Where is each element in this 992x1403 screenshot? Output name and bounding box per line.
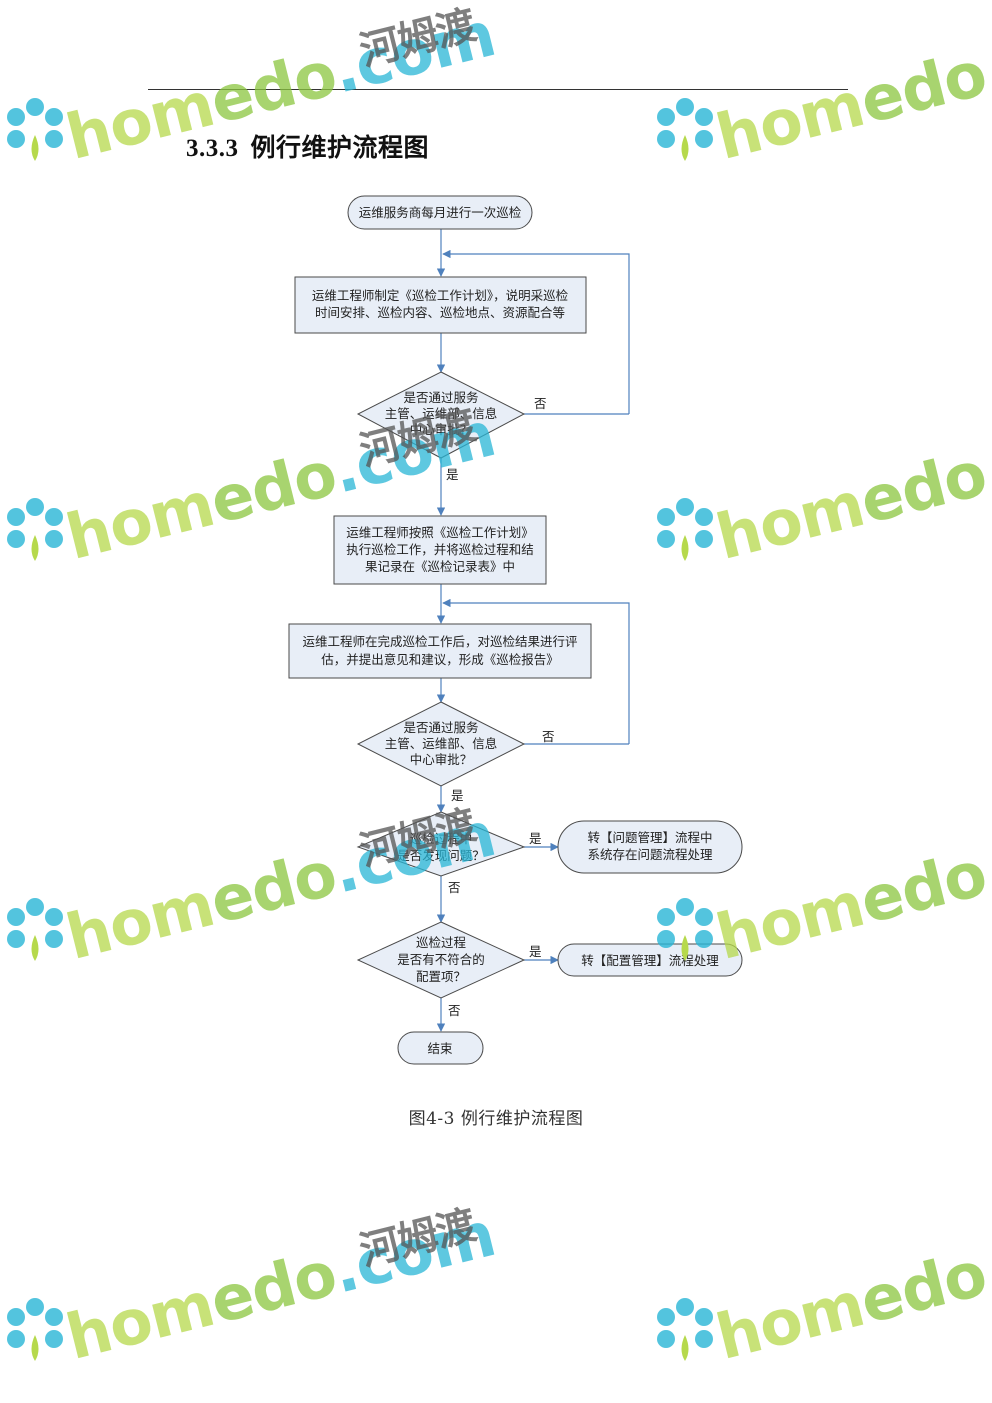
report-label-1: 运维工程师在完成巡检工作后，对巡检结果进行评 bbox=[302, 634, 577, 649]
edge-label-decision1-yes: 是 bbox=[446, 467, 459, 482]
decision4-diamond bbox=[356, 921, 526, 999]
section-title: 例行维护流程图 bbox=[250, 135, 430, 162]
start-label: 运维服务商每月进行一次巡检 bbox=[359, 205, 522, 220]
report-label-2: 估，并提出意见和建议，形成《巡检报告》 bbox=[321, 652, 559, 667]
edge-label-decision4-yes: 是 bbox=[529, 944, 542, 959]
decision4-label-3: 配置项？ bbox=[416, 969, 466, 984]
decision3-label-1: 巡检过程中 bbox=[410, 831, 473, 846]
edge-label-decision1-no: 否 bbox=[534, 396, 547, 411]
edge-loop2-return bbox=[442, 598, 630, 744]
edge-label-decision2-no: 否 bbox=[542, 729, 555, 744]
decision1-diamond bbox=[356, 371, 526, 459]
edge-label-decision3-no: 否 bbox=[448, 880, 461, 895]
start-terminal bbox=[347, 195, 533, 230]
edge-label-decision2-yes: 是 bbox=[451, 788, 464, 803]
edge-labels: 否 是 否 是 是 否 是 否 bbox=[446, 396, 555, 1018]
report-process bbox=[288, 623, 592, 679]
decision2-label-2: 主管、运维部、信息 bbox=[385, 736, 498, 751]
node-texts: 运维服务商每月进行一次巡检 运维工程师制定《巡检工作计划》，说明采巡检 时间安排… bbox=[302, 205, 719, 1056]
execute-label-3: 果记录在《巡检记录表》中 bbox=[365, 559, 515, 574]
decision4-label-2: 是否有不符合的 bbox=[397, 952, 485, 967]
end-label: 结束 bbox=[427, 1041, 453, 1056]
figure-caption: 图4-3 例行维护流程图 bbox=[408, 1109, 584, 1129]
header-rule bbox=[148, 89, 848, 90]
decision3-diamond bbox=[356, 811, 526, 877]
end-terminal bbox=[397, 1031, 484, 1065]
execute-label-2: 执行巡检工作，并将巡检过程和结 bbox=[346, 542, 534, 557]
section-heading: 3.3.3 例行维护流程图 bbox=[186, 128, 429, 164]
nodes bbox=[288, 195, 743, 1065]
decision1-label-3: 中心审批？ bbox=[410, 422, 473, 437]
execute-label-1: 运维工程师按照《巡检工作计划》 bbox=[346, 525, 534, 540]
problem-label-2: 系统存在问题流程处理 bbox=[587, 847, 713, 862]
decision3-label-2: 是否发现问题？ bbox=[397, 848, 485, 863]
decision4-label-1: 巡检过程 bbox=[416, 935, 467, 950]
execute-process bbox=[333, 515, 547, 585]
decision2-diamond bbox=[356, 701, 526, 787]
problem-label-1: 转【问题管理】流程中 bbox=[587, 830, 712, 845]
plan-process bbox=[294, 276, 587, 334]
connectors bbox=[436, 229, 630, 1032]
decision1-label-1: 是否通过服务 bbox=[403, 390, 478, 405]
config-terminal bbox=[557, 943, 743, 977]
problem-terminal bbox=[557, 820, 743, 874]
decision2-label-1: 是否通过服务 bbox=[403, 720, 478, 735]
edge-label-decision3-yes: 是 bbox=[529, 831, 542, 846]
decision2-label-3: 中心审批？ bbox=[410, 752, 473, 767]
edge-loop1-return bbox=[442, 249, 630, 414]
section-number: 3.3.3 bbox=[186, 135, 239, 162]
decision1-label-2: 主管、运维部、信息 bbox=[385, 406, 498, 421]
edge-label-decision4-no: 否 bbox=[448, 1003, 461, 1018]
plan-label-2: 时间安排、巡检内容、巡检地点、资源配合等 bbox=[315, 305, 565, 320]
plan-label-1: 运维工程师制定《巡检工作计划》，说明采巡检 bbox=[312, 288, 569, 303]
config-label: 转【配置管理】流程处理 bbox=[581, 953, 719, 968]
